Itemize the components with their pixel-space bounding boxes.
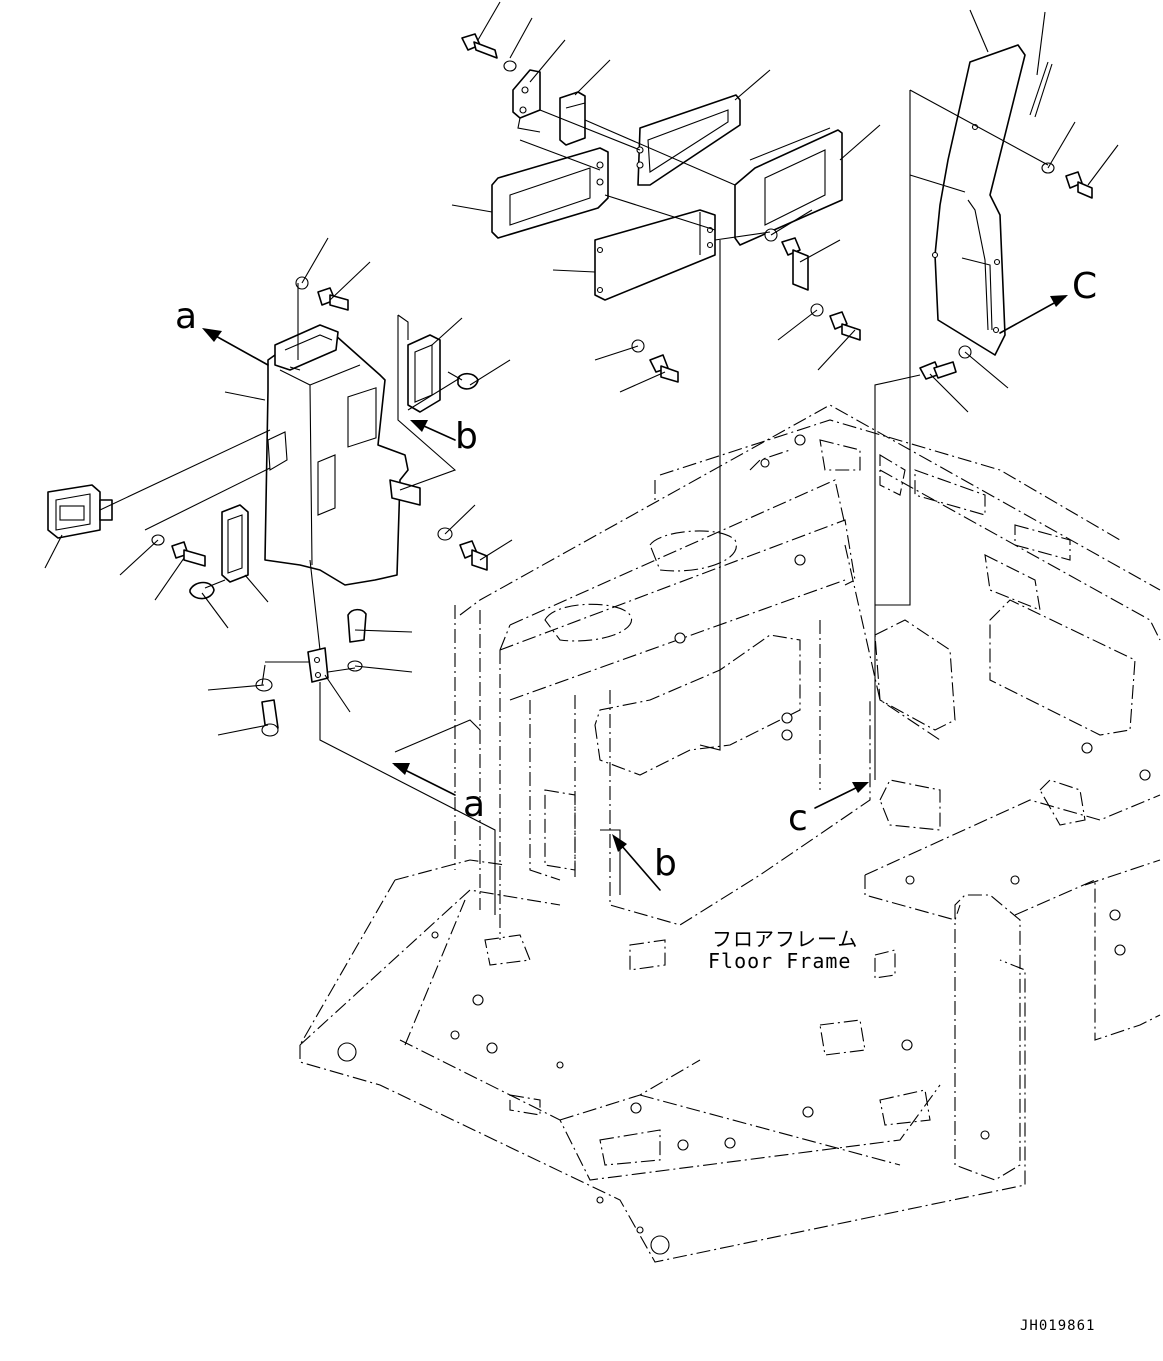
cover-plate-group [461,33,843,301]
view-label-c-upper: C [1072,266,1097,307]
view-label-b-upper: b [455,416,478,457]
duct-assembly [47,228,861,737]
view-label-a-upper: a [175,296,197,337]
leader-lines [44,1,1119,915]
view-label-b-lower: b [654,843,677,884]
view-label-a-lower: a [463,784,485,825]
floor-frame [299,404,1161,1263]
floor-frame-label-en: Floor Frame [708,949,851,973]
tall-bracket [919,44,1093,380]
floor-frame-label-jp: フロアフレーム [712,927,858,951]
drawing-code: JH019861 [1020,1318,1095,1334]
labels: a b C a b c フロアフレーム Floor Frame JH019861 [175,266,1097,1334]
view-arrows [202,295,1068,891]
view-label-c-lower: c [788,798,808,839]
